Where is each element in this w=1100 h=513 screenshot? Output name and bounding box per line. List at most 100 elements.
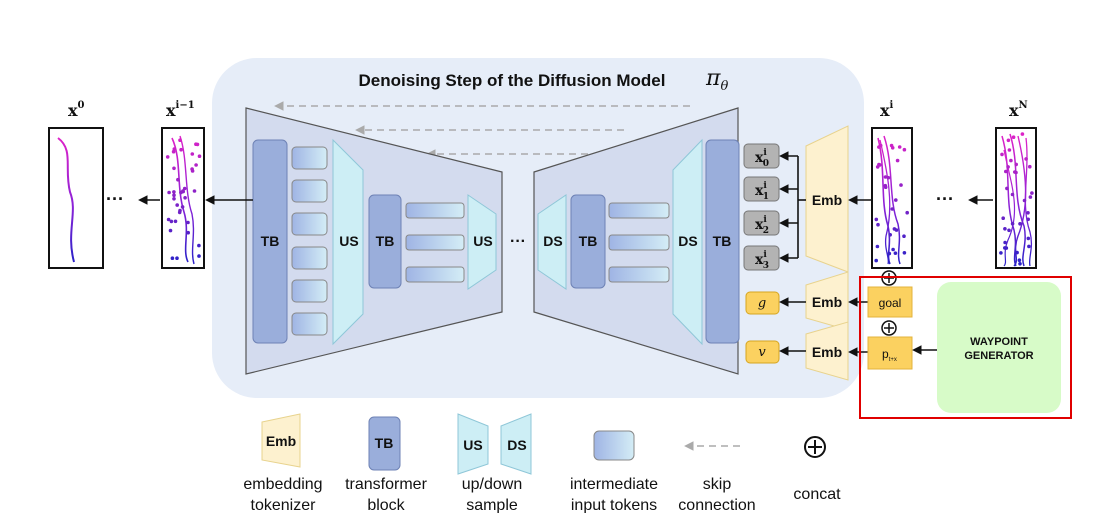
noise-dot	[1014, 162, 1018, 167]
noise-dot	[197, 154, 202, 158]
legend-token-icon	[593, 430, 635, 461]
middle-ellipsis: ···	[510, 233, 526, 250]
noise-dot	[899, 183, 903, 187]
token	[291, 312, 328, 336]
trajectory-xi: xi	[871, 100, 913, 269]
noise-dot	[1027, 244, 1031, 249]
waypoint-generator-line2: GENERATOR	[964, 350, 1033, 362]
noise-dot	[172, 147, 177, 151]
policy-symbol: πθ	[705, 66, 728, 94]
legend-us-icon-label: US	[463, 437, 482, 453]
noise-dot	[166, 217, 171, 222]
noise-dot	[875, 244, 880, 249]
noise-dot	[1004, 246, 1009, 250]
noise-dot	[172, 166, 176, 171]
noise-dot	[876, 222, 880, 227]
diagram-title: Denoising Step of the Diffusion Model	[359, 71, 666, 90]
noise-dot	[878, 163, 882, 167]
noise-dot	[1003, 240, 1007, 245]
token	[291, 146, 328, 170]
legend-tokens-line1: intermediate	[570, 476, 658, 493]
noise-dot	[1028, 164, 1032, 169]
legend-ds-icon	[500, 413, 532, 475]
xi-label: xi	[880, 100, 894, 120]
noise-dot	[175, 203, 179, 207]
noise-dot	[890, 207, 895, 211]
token-x0	[743, 143, 780, 169]
legend-skip-line1: skip	[703, 476, 732, 493]
emb-label-actions: Emb	[812, 192, 842, 208]
noise-dot	[1007, 228, 1011, 233]
token-goal-label: g	[758, 296, 766, 311]
noise-dot	[173, 219, 178, 224]
token	[291, 279, 328, 303]
trajectory-x0: x0	[48, 100, 104, 269]
token-x1	[743, 176, 780, 202]
goal-input-label: goal	[879, 296, 902, 310]
legend-emb-icon	[261, 413, 301, 468]
legend-tb-icon-label: TB	[375, 435, 394, 451]
noise-dot	[1028, 195, 1033, 199]
noise-dot	[170, 256, 175, 261]
token-velocity-label: v	[758, 345, 766, 360]
noise-dot	[175, 256, 179, 261]
noise-dot	[176, 177, 180, 182]
noise-dot	[1000, 152, 1004, 157]
us-block-left	[332, 138, 364, 346]
noise-dot	[891, 247, 895, 252]
noise-dot	[1026, 217, 1030, 222]
ellipsis-right: ···	[936, 189, 954, 209]
legend-tb-line2: block	[367, 497, 405, 513]
token-x3	[743, 245, 780, 271]
ds-block-right	[672, 138, 703, 346]
noise-dot	[1017, 258, 1022, 263]
noise-dot	[894, 228, 899, 232]
legend-emb-line2: tokenizer	[251, 497, 317, 513]
noise-dot	[1006, 138, 1011, 143]
noise-dot	[183, 196, 187, 200]
noise-dot	[172, 190, 176, 194]
token-row-left	[405, 202, 465, 283]
noise-dot	[894, 198, 898, 202]
token-row-right	[608, 202, 670, 283]
noise-dot	[874, 258, 878, 263]
concat-symbol-middle	[881, 320, 897, 336]
us-label-left: US	[339, 233, 358, 249]
token	[291, 212, 328, 236]
legend-tb-icon	[368, 416, 401, 471]
noise-dot	[999, 251, 1003, 255]
noise-dot	[180, 205, 185, 209]
token-column-left	[291, 146, 328, 336]
legend-tokens-line2: input tokens	[571, 497, 657, 513]
noise-dot	[890, 146, 895, 150]
tb-block-outer-right	[705, 139, 740, 344]
position-input-label: pt+x	[882, 347, 897, 363]
noise-dot	[179, 147, 183, 152]
noise-dot	[897, 145, 902, 149]
noise-dot	[171, 149, 176, 154]
noise-dot	[895, 158, 900, 163]
noise-dot	[902, 234, 906, 238]
token	[291, 246, 328, 270]
legend-tb-line1: transformer	[345, 476, 427, 493]
token	[405, 266, 465, 283]
noise-dot	[194, 163, 198, 167]
position-input	[867, 336, 913, 370]
noise-dot	[192, 189, 197, 193]
noise-dot	[172, 197, 176, 201]
xN-label: xN	[1009, 100, 1028, 120]
skip-connections	[274, 101, 690, 159]
noise-dot	[886, 175, 891, 180]
trajectory-xN: xN	[995, 100, 1037, 269]
noise-dot	[1026, 211, 1030, 215]
tb-label-inner-right: TB	[579, 233, 598, 249]
noise-dot	[177, 210, 182, 215]
noise-dot	[1001, 216, 1005, 220]
noise-dot	[1030, 191, 1034, 195]
noise-dot	[169, 219, 174, 224]
noise-dot	[186, 220, 190, 225]
legend-concat-line1: concat	[793, 486, 841, 503]
